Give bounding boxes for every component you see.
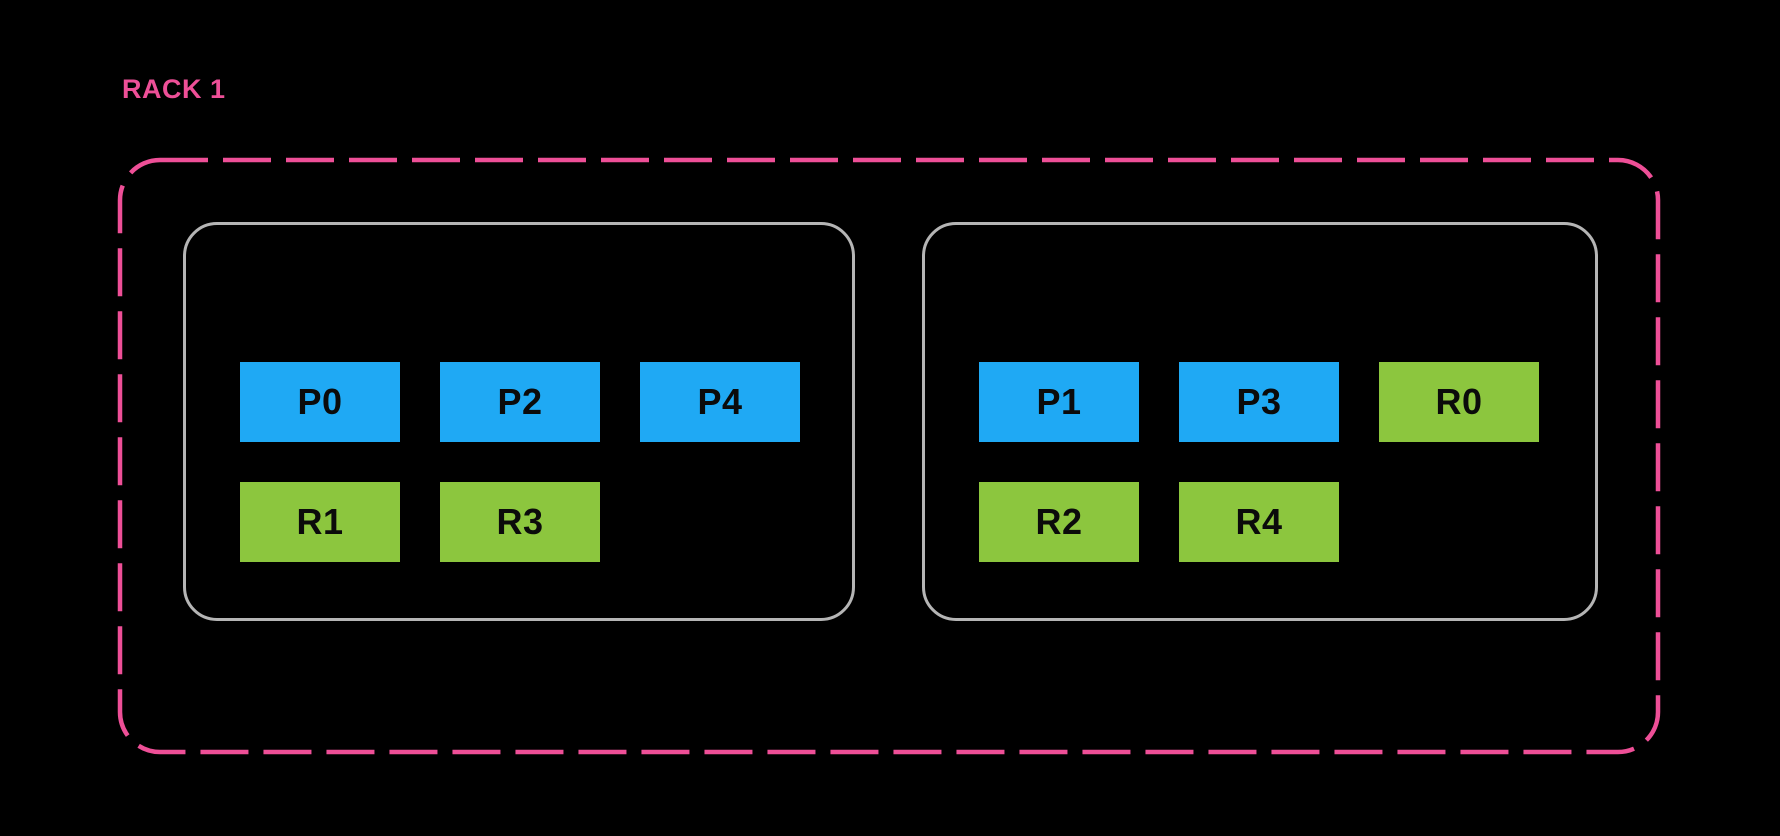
block-r1: R1 [240,482,400,562]
block-p4: P4 [640,362,800,442]
block-r0: R0 [1379,362,1539,442]
host-box-right: P1 P3 R0 R2 R4 [922,222,1598,621]
host-box-left: P0 P2 P4 R1 R3 [183,222,855,621]
block-r3: R3 [440,482,600,562]
block-r4: R4 [1179,482,1339,562]
block-p1: P1 [979,362,1139,442]
block-p0: P0 [240,362,400,442]
rack-dashed-border [117,157,1661,755]
block-p3: P3 [1179,362,1339,442]
rack-title: RACK 1 [122,74,226,104]
block-p2: P2 [440,362,600,442]
block-r2: R2 [979,482,1139,562]
